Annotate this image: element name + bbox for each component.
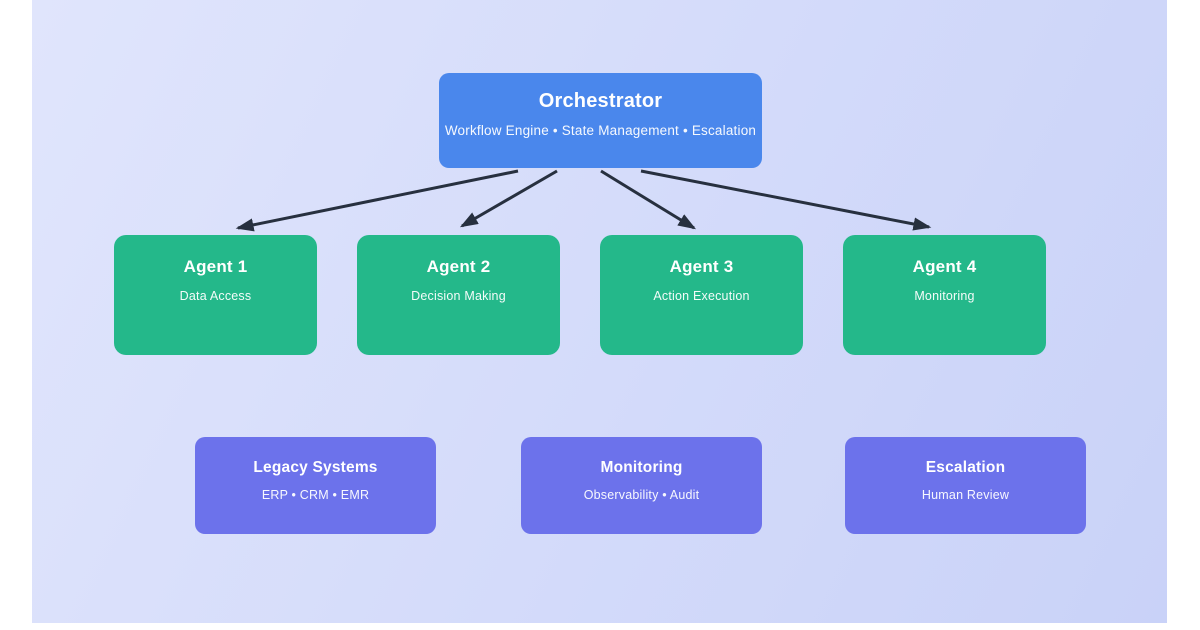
legacy-systems-title: Legacy Systems xyxy=(253,459,378,476)
escalation-title: Escalation xyxy=(925,459,1006,476)
orchestrator-node: Orchestrator Workflow Engine • State Man… xyxy=(439,73,762,168)
agent3-subtitle: Action Execution xyxy=(653,289,750,303)
agent4-subtitle: Monitoring xyxy=(914,289,975,303)
agent4-title: Agent 4 xyxy=(912,257,977,276)
legacy-systems-subtitle: ERP • CRM • EMR xyxy=(261,488,370,502)
agent1-subtitle: Data Access xyxy=(179,289,252,303)
agent2-node: Agent 2 Decision Making xyxy=(357,235,560,355)
escalation-subtitle: Human Review xyxy=(921,488,1010,502)
monitoring-title: Monitoring xyxy=(600,459,683,476)
orchestrator-title: Orchestrator xyxy=(538,90,663,112)
agent3-node: Agent 3 Action Execution xyxy=(600,235,803,355)
escalation-node: Escalation Human Review xyxy=(845,437,1086,534)
agent4-node: Agent 4 Monitoring xyxy=(843,235,1046,355)
legacy-systems-node: Legacy Systems ERP • CRM • EMR xyxy=(195,437,436,534)
monitoring-node: Monitoring Observability • Audit xyxy=(521,437,762,534)
agent1-title: Agent 1 xyxy=(183,257,248,276)
agent3-title: Agent 3 xyxy=(669,257,734,276)
agent2-title: Agent 2 xyxy=(426,257,491,276)
agent1-node: Agent 1 Data Access xyxy=(114,235,317,355)
agent2-subtitle: Decision Making xyxy=(411,289,506,303)
monitoring-subtitle: Observability • Audit xyxy=(583,488,700,502)
orchestrator-subtitle: Workflow Engine • State Management • Esc… xyxy=(444,123,757,138)
